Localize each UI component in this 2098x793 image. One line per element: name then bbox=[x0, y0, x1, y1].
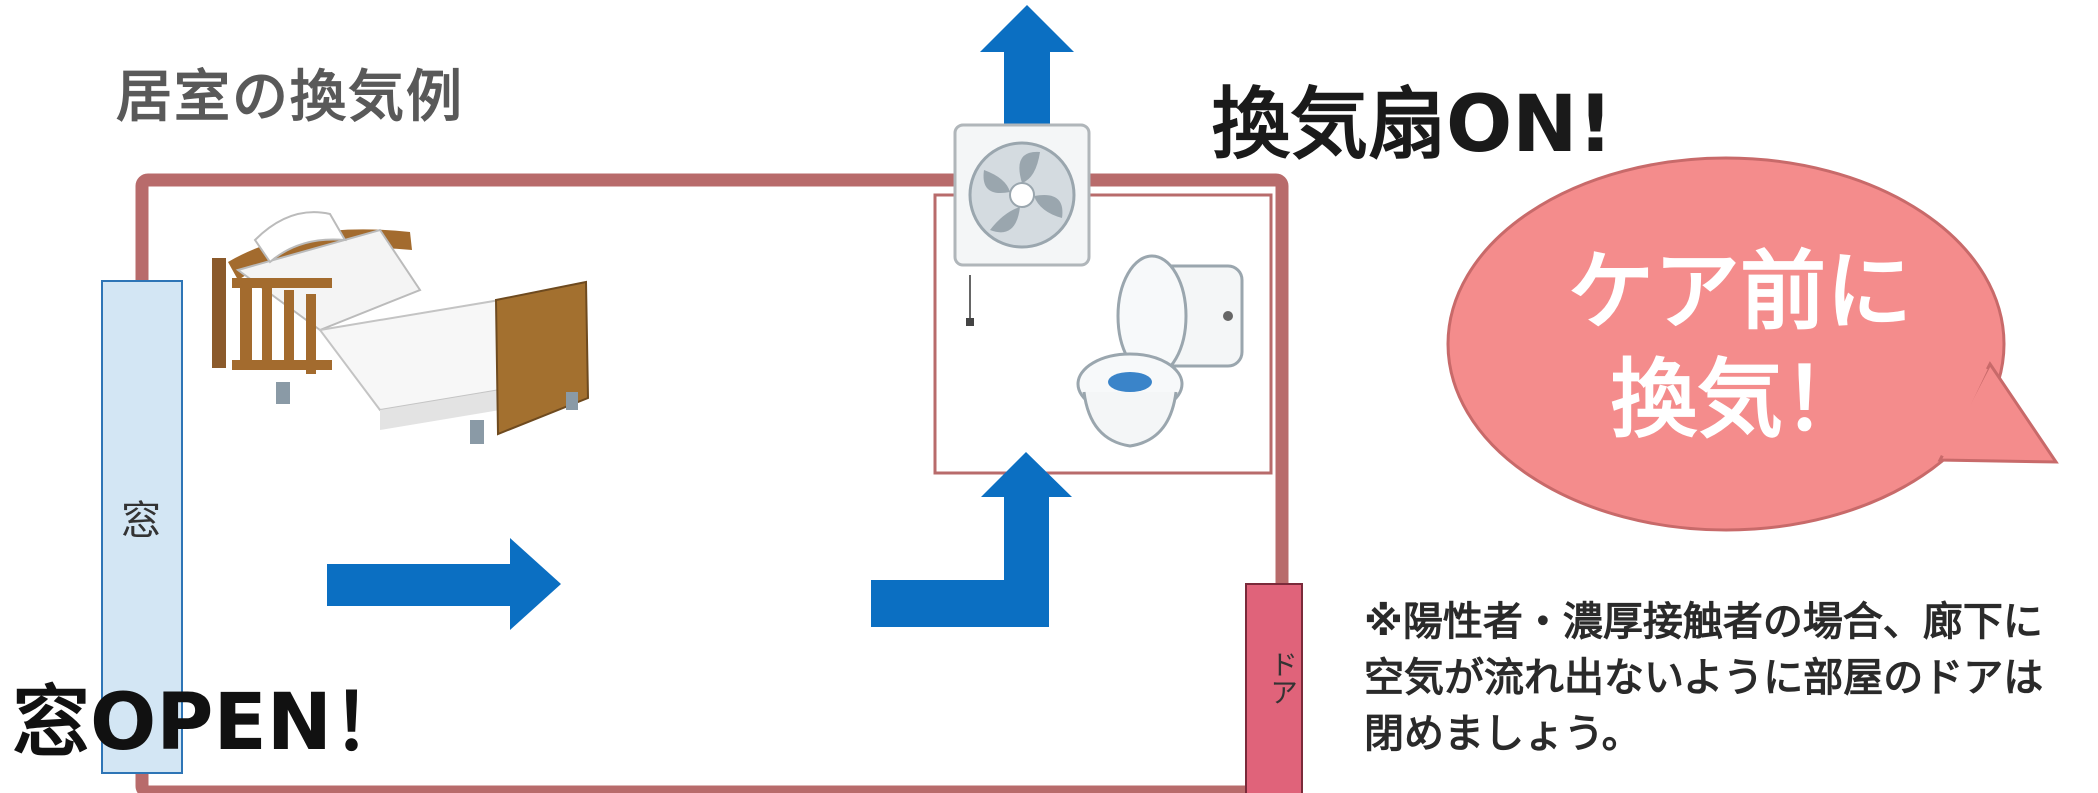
window-open-label: 窓OPEN！ bbox=[12, 678, 411, 768]
fan-on-label: 換気扇ON! bbox=[1212, 80, 1614, 170]
door bbox=[1245, 583, 1303, 793]
window bbox=[101, 280, 183, 774]
exhaust-arrow bbox=[980, 5, 1074, 132]
bubble-text: ケア前に 換気！ bbox=[1568, 242, 1912, 450]
bed-icon bbox=[212, 211, 590, 444]
diagram-title: 居室の換気例 bbox=[116, 65, 464, 130]
ventilation-fan-icon bbox=[953, 123, 1091, 326]
door-label: ドア bbox=[1266, 650, 1299, 706]
speech-bubble bbox=[1446, 156, 2059, 532]
toilet-icon bbox=[1076, 254, 1244, 448]
airflow-arrow-up bbox=[871, 452, 1072, 627]
airflow-arrow-right bbox=[327, 538, 561, 630]
note-text: ※陽性者・濃厚接触者の場合、廊下に 空気が流れ出ないように部屋のドアは 閉めまし… bbox=[1364, 599, 2044, 757]
window-label: 窓 bbox=[121, 498, 161, 544]
